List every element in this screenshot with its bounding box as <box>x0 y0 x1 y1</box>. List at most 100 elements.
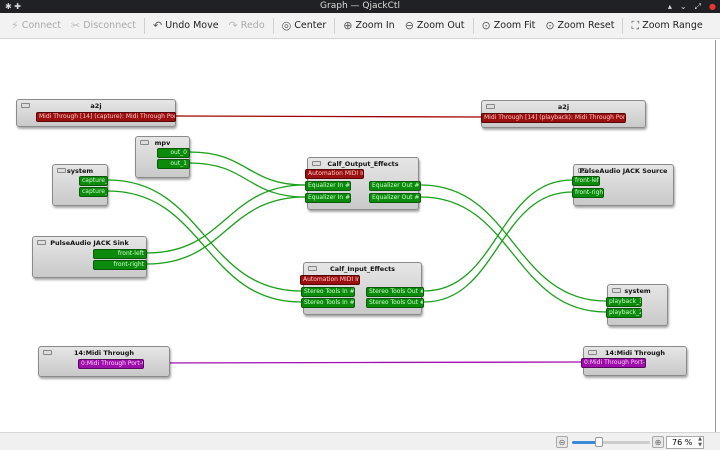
zoom-reset-button[interactable]: ⊙Zoom Reset <box>540 19 619 32</box>
node-title: system <box>66 167 94 175</box>
connection-system-cap.c1-calf-in.i1[interactable] <box>107 179 302 292</box>
node-mt-out[interactable]: 14:Midi Through 0:Midi Through Port-0 <box>38 346 170 377</box>
connection-calf-out.o1-system-pb.p1[interactable] <box>420 184 607 302</box>
zoom-range-icon: ⛶ <box>631 18 640 32</box>
node-title: a2j <box>557 103 570 111</box>
toolbar-separator <box>334 17 336 34</box>
port-calf-in-m[interactable]: Automation MIDI In <box>300 275 360 285</box>
port-mpv-o0[interactable]: out_0 <box>157 148 190 158</box>
port-a2j-out-p[interactable]: Midi Through [14] (capture): Midi Throug… <box>36 112 176 122</box>
port-mpv-o1[interactable]: out_1 <box>157 159 190 169</box>
client-icon <box>21 103 30 108</box>
port-pa-src-fr[interactable]: front-right <box>572 188 604 198</box>
connection-calf-in.o1-pa-src.fl[interactable] <box>423 179 573 292</box>
port-calf-out-m[interactable]: Automation MIDI In <box>305 169 364 179</box>
port-mt-out-p[interactable]: 0:Midi Through Port-0 <box>78 359 144 369</box>
client-icon <box>140 140 149 145</box>
maximize-button[interactable]: ⌄ <box>679 2 687 11</box>
window-title: Graph — QjackCtl <box>320 1 400 11</box>
port-a2j-in-p[interactable]: Midi Through [14] (playback): Midi Throu… <box>481 113 626 123</box>
center-label: Center <box>294 20 327 31</box>
port-calf-out-i2[interactable]: Equalizer In #2 <box>305 193 351 203</box>
port-calf-in-o1[interactable]: Stereo Tools Out #1 <box>366 287 424 297</box>
zoom-out-label: Zoom Out <box>416 20 465 31</box>
spin-arrows-icon[interactable]: ▲▼ <box>698 436 702 448</box>
port-calf-in-i1[interactable]: Stereo Tools In #1 <box>301 287 355 297</box>
port-mt-in-p[interactable]: 0:Midi Through Port-0 <box>581 358 646 368</box>
connection-system-cap.c2-calf-in.i2[interactable] <box>107 190 302 303</box>
port-calf-out-i1[interactable]: Equalizer In #1 <box>305 181 351 191</box>
zoom-range-button[interactable]: ⛶Zoom Range <box>626 19 707 33</box>
zoom-reset-label: Zoom Reset <box>557 20 615 31</box>
zoom-slider[interactable] <box>572 437 650 447</box>
client-icon <box>578 168 587 173</box>
port-calf-out-o2[interactable]: Equalizer Out #2 <box>369 193 421 203</box>
node-title: system <box>624 287 651 295</box>
disconnect-label: Disconnect <box>83 20 137 31</box>
connect-button[interactable]: ⚡Connect <box>6 19 66 32</box>
connection-pa-sink.fl-calf-out.i1[interactable] <box>146 184 306 254</box>
undo-move-button[interactable]: ↶Undo Move <box>148 19 224 32</box>
port-system-pb-p2[interactable]: playback_2 <box>606 308 642 318</box>
zoom-range-label: Zoom Range <box>642 20 703 31</box>
zoom-out-icon[interactable]: ⊖ <box>556 436 568 448</box>
zoom-spinbox[interactable]: 76 %▲▼ <box>666 436 704 449</box>
disconnect-button[interactable]: ✂Disconnect <box>66 19 141 32</box>
client-icon <box>588 350 597 355</box>
client-icon <box>57 168 66 173</box>
connection-mpv.o1-calf-out.i2[interactable] <box>189 162 306 198</box>
port-calf-in-i2[interactable]: Stereo Tools In #2 <box>301 298 355 308</box>
toolbar-separator <box>144 17 146 34</box>
zoom-reset-icon: ⊙ <box>545 19 555 32</box>
zoom-fit-button[interactable]: ⊙Zoom Fit <box>477 19 541 32</box>
node-title: 14:Midi Through <box>604 349 666 357</box>
node-title: PulseAudio JACK Sink <box>50 239 129 247</box>
zoom-slider-handle[interactable] <box>594 437 603 447</box>
port-pa-sink-fr[interactable]: front-right <box>93 260 147 270</box>
node-title: mpv <box>154 139 171 147</box>
connection-a2j-out.p-a2j-in.p[interactable] <box>175 115 482 118</box>
connection-calf-in.o2-pa-src.fr[interactable] <box>423 191 573 303</box>
client-icon <box>612 288 621 293</box>
port-calf-out-o1[interactable]: Equalizer Out #1 <box>369 181 421 191</box>
zoom-fit-icon: ⊙ <box>481 19 491 32</box>
port-system-cap-c2[interactable]: capture_2 <box>79 187 108 197</box>
zoom-out-button[interactable]: ⊖Zoom Out <box>400 19 470 32</box>
connection-mpv.o0-calf-out.i1[interactable] <box>189 151 306 186</box>
client-icon <box>308 266 317 271</box>
connection-calf-out.o2-system-pb.p2[interactable] <box>420 196 607 313</box>
zoom-in-icon[interactable]: ⊕ <box>652 436 664 448</box>
port-system-cap-c1[interactable]: capture_1 <box>79 176 108 186</box>
restore-button[interactable]: ⤢ <box>694 2 702 11</box>
connection-mt-out.p-mt-in.p[interactable] <box>143 361 582 364</box>
minimize-button[interactable]: ▴ <box>667 2 672 11</box>
node-title: 14:Midi Through <box>73 349 135 357</box>
zoom-out-icon: ⊖ <box>404 19 414 32</box>
port-system-pb-p1[interactable]: playback_1 <box>606 297 642 307</box>
status-bar: ⊖ ⊕ 76 %▲▼ <box>0 432 720 450</box>
undo-icon: ↶ <box>153 19 163 32</box>
port-pa-sink-fl[interactable]: front-left <box>93 249 147 259</box>
zoom-in-button[interactable]: ⊕Zoom In <box>338 19 399 32</box>
window-menu-icon[interactable]: ✱ ✚ <box>5 2 21 11</box>
center-button[interactable]: ◎Center <box>277 19 332 32</box>
connections-layer <box>107 115 607 364</box>
redo-icon: ↷ <box>228 19 238 32</box>
port-pa-src-fl[interactable]: front-left <box>572 176 600 186</box>
redo-button[interactable]: ↷Redo <box>224 19 270 32</box>
connection-pa-sink.fr-calf-out.i2[interactable] <box>146 196 306 265</box>
node-title: Calf_Input_Effects <box>329 265 396 273</box>
port-calf-in-o2[interactable]: Stereo Tools Out #2 <box>366 298 424 308</box>
close-button[interactable]: ● <box>709 2 716 11</box>
